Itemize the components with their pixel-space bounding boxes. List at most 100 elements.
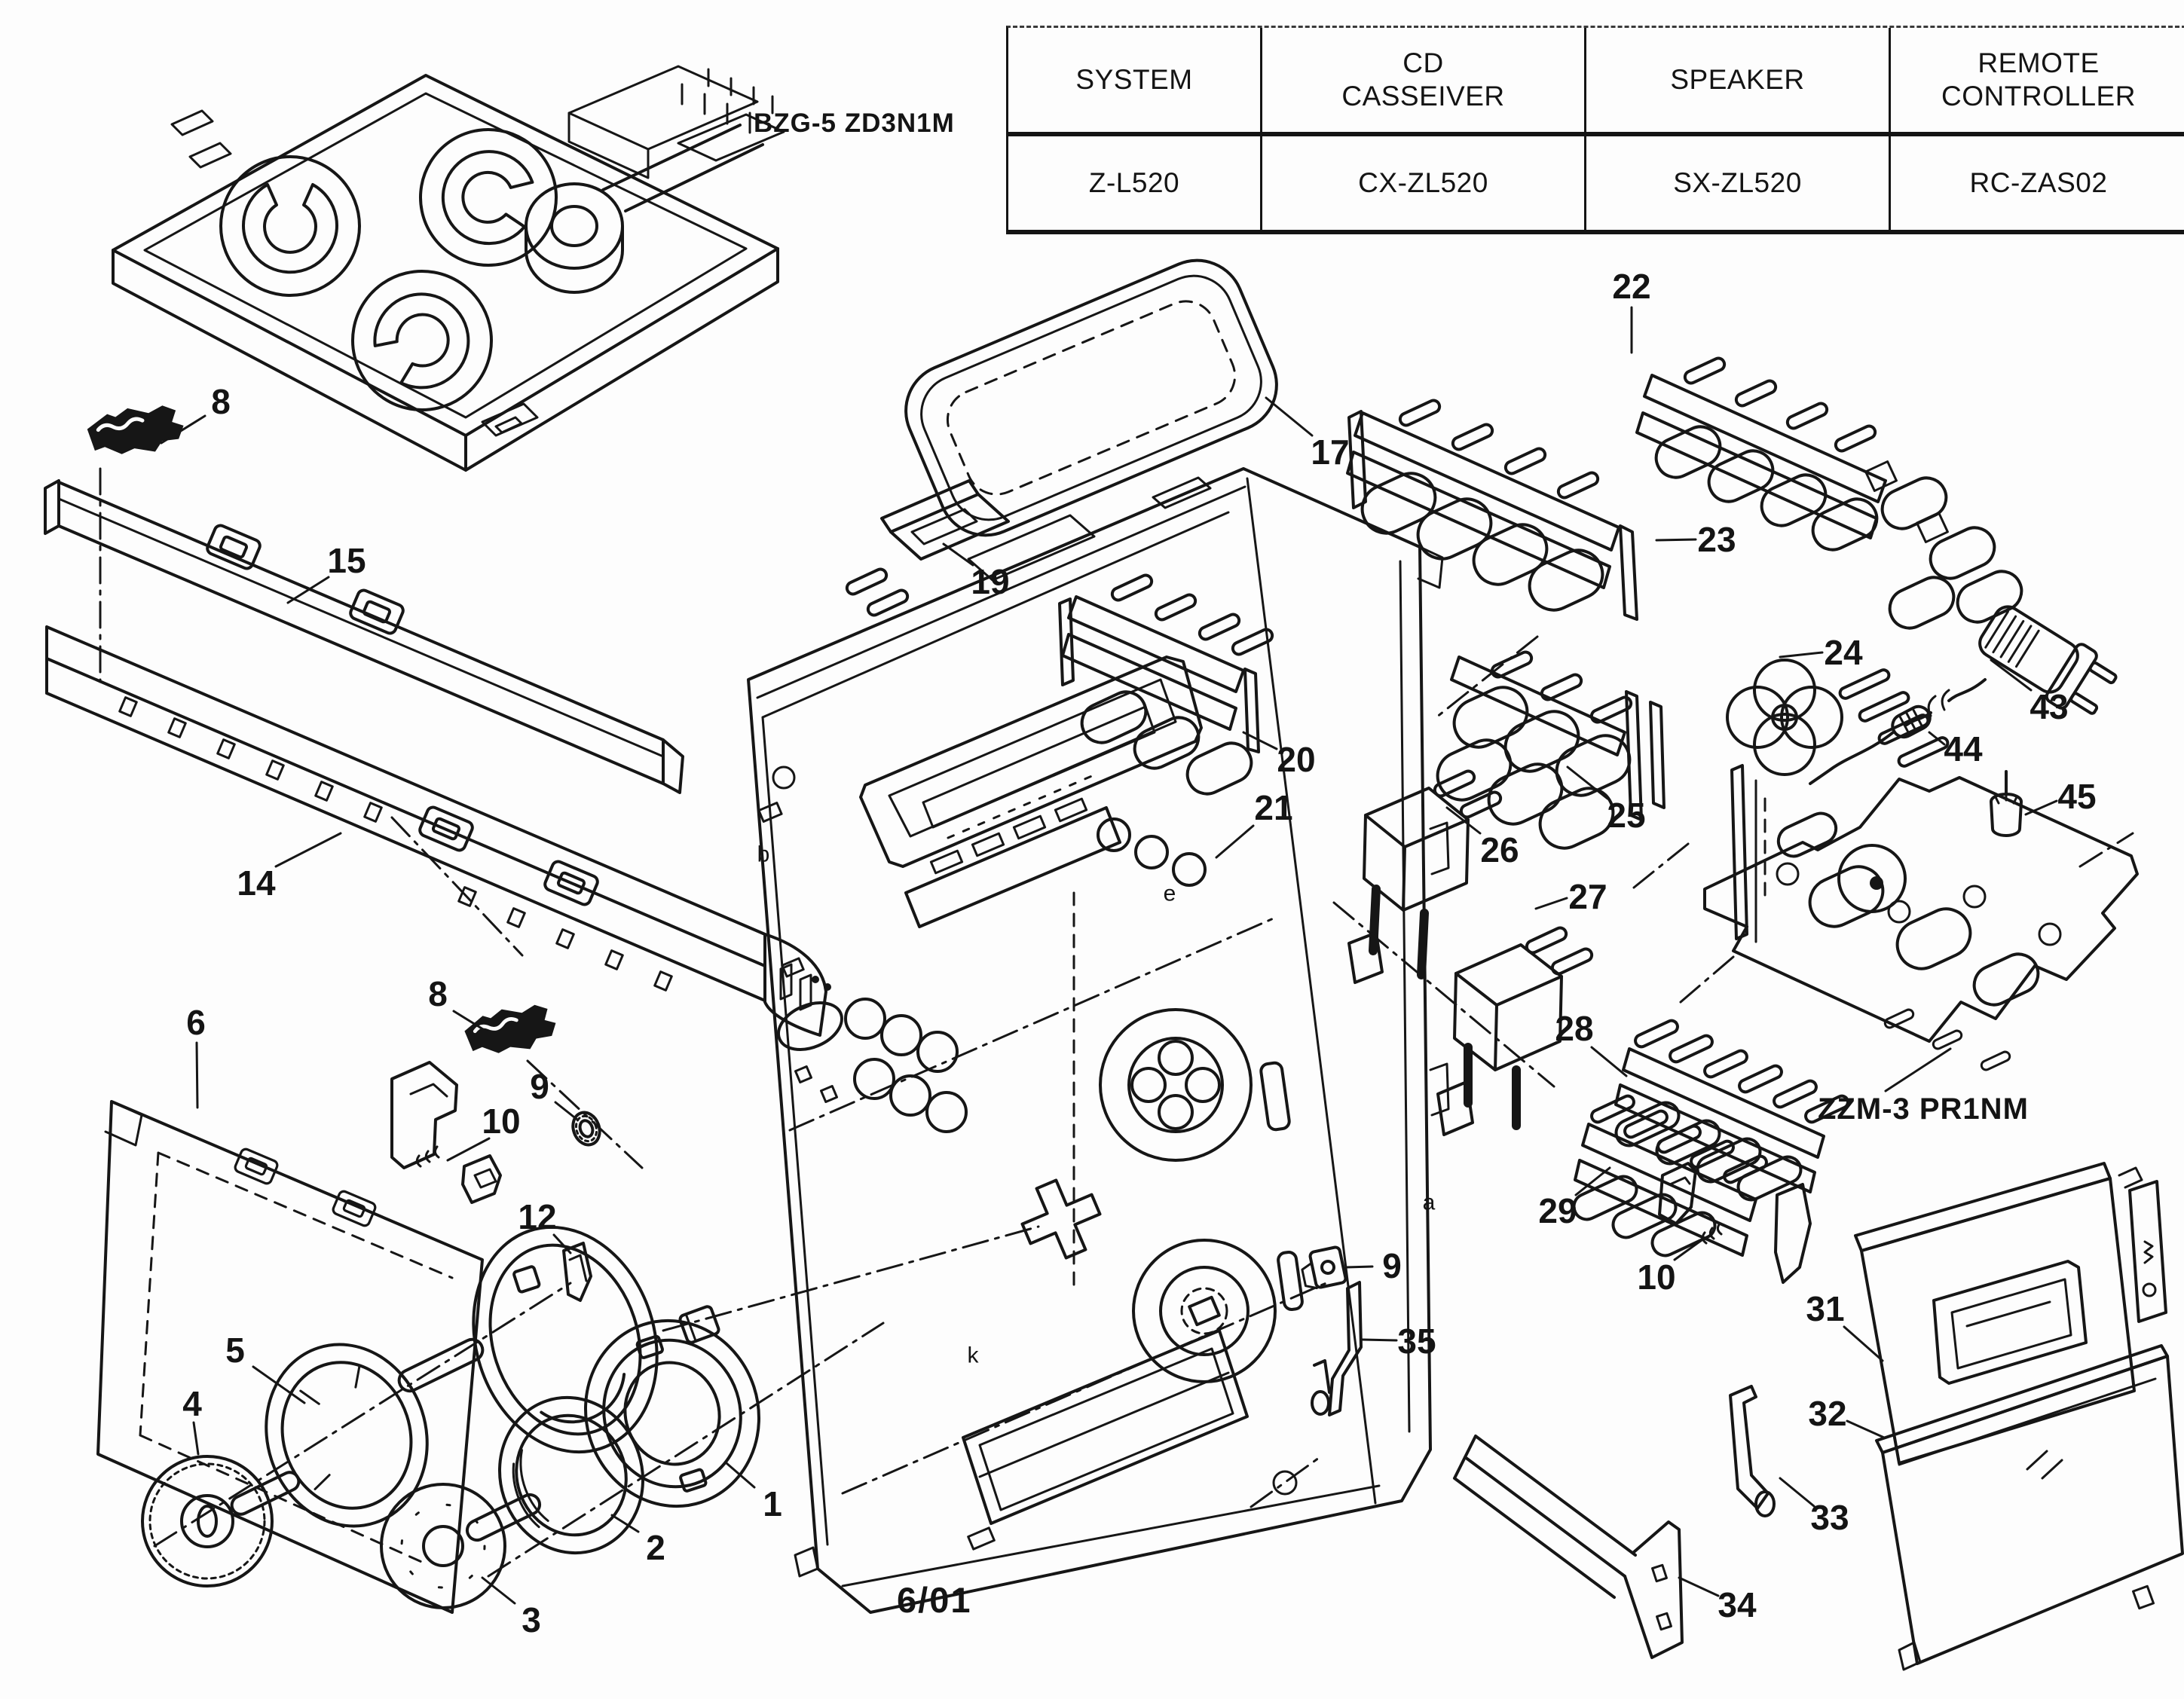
part-number-label: 33 [1810, 1498, 1849, 1537]
part-number-label: 32 [1808, 1394, 1846, 1433]
leader-line [1215, 824, 1255, 859]
circuit-board-zzm3 [1632, 764, 2139, 1092]
knob-ring-2 [497, 1395, 645, 1555]
button-bank-22 [1635, 354, 2030, 637]
part-number-label: 10 [482, 1102, 520, 1141]
leader-line [2024, 799, 2058, 816]
part-number-label: 14 [237, 863, 276, 903]
leader-line [446, 1137, 491, 1162]
button-bank-20 [1058, 571, 1276, 802]
cassette-door-31 [1854, 1162, 2167, 1465]
leader-line [1928, 731, 1946, 746]
part-number-label: 25 [1607, 796, 1645, 835]
part-number-label: 4 [182, 1384, 202, 1423]
part-number-label: 31 [1806, 1289, 1844, 1328]
leader-line [552, 1233, 572, 1254]
knob-ring-1 [584, 1319, 760, 1508]
part-number-label: 43 [2030, 687, 2068, 726]
switch-27 [1332, 901, 1595, 1136]
leader-line [1779, 1477, 1815, 1508]
brackets-10b [1658, 1162, 1812, 1284]
table-header-cell: SYSTEM [1008, 28, 1260, 136]
connector-bank-28 [1610, 1017, 1852, 1206]
assembly-code-label: BZG-5 ZD3N1M [754, 108, 955, 138]
leader-line [274, 832, 342, 868]
table-header-cell: SPEAKER [1584, 28, 1889, 136]
part-number-label: 26 [1480, 830, 1519, 869]
knob-5 [265, 1337, 485, 1528]
leader-line [1445, 806, 1482, 835]
part-number-label: 17 [1311, 432, 1349, 472]
leader-line [1655, 538, 1697, 542]
knob-3 [380, 1483, 542, 1609]
bracket-33 [1729, 1385, 1776, 1517]
reference-letter: a [1423, 1190, 1436, 1215]
gasket-17 [904, 258, 1278, 537]
part-number-label: 8 [211, 382, 231, 421]
clip-12 [562, 1242, 592, 1302]
part-number-label: 10 [1637, 1257, 1675, 1297]
leader-line [942, 542, 974, 567]
table-header-cell: CD CASSEIVER [1260, 28, 1584, 136]
part-number-label: 6 [186, 1003, 206, 1042]
part-number-label: 28 [1555, 1009, 1593, 1048]
part-number-label: 1 [763, 1484, 782, 1523]
leader-line [1673, 1239, 1703, 1261]
leader-line [481, 1576, 516, 1605]
connector-bank-29 [1568, 1092, 1770, 1262]
main-chassis-21 [747, 467, 1450, 1614]
lever-35 [1311, 1281, 1363, 1416]
button-cluster-25 [1428, 648, 1666, 858]
bracket-and-spring-10 [390, 1061, 502, 1204]
part-number-label: 9 [1382, 1246, 1402, 1285]
part-number-label: 24 [1824, 633, 1863, 672]
board-code-label: ZZM-3 PR1NM [1818, 1092, 2029, 1126]
rotary-part-24 [1726, 659, 1950, 776]
part-number-label: 3 [522, 1600, 541, 1639]
leader-line [286, 576, 330, 604]
part-number-label: 12 [518, 1197, 556, 1236]
part-label-layer: 8151468910125432119172021222324252627282… [160, 267, 2097, 1639]
leader-line [1242, 731, 1278, 750]
leader-line [160, 414, 206, 445]
clip-9b [1301, 1245, 1347, 1290]
part-number-label: 19 [971, 562, 1009, 601]
table-value-cell: CX-ZL520 [1260, 136, 1584, 230]
table-header-cell: REMOTE CONTROLLER [1889, 28, 2184, 136]
leader-line [1846, 1419, 1886, 1439]
trim-bar-15 [44, 479, 684, 794]
part-number-label: 27 [1568, 877, 1607, 916]
part-number-label: 23 [1697, 520, 1736, 559]
part-number-label: 9 [530, 1067, 549, 1106]
leader-line [1590, 1046, 1628, 1077]
leader-line [252, 1365, 306, 1404]
small-cap [678, 1305, 720, 1344]
leader-line [192, 1421, 200, 1456]
switch-26 [1347, 767, 1504, 984]
part-number-label: 2 [646, 1528, 665, 1567]
leader-line [1534, 897, 1568, 910]
reference-letter: e [1164, 882, 1176, 906]
panel-34 [1453, 1435, 1684, 1659]
part-number-label: 44 [1944, 729, 1983, 769]
button-bank-23 [1346, 396, 1638, 719]
leader-line [1678, 1576, 1720, 1597]
table-value-cell: Z-L520 [1088, 167, 1180, 198]
cap-45 [1990, 770, 2023, 837]
part-number-label: 5 [225, 1331, 245, 1370]
cd-changer-mechanism [99, 65, 785, 1169]
leader-line [1779, 651, 1824, 659]
reference-letter: k [968, 1343, 980, 1368]
part-number-label: 15 [327, 541, 366, 580]
leader-line [725, 1462, 756, 1489]
leader-line [1990, 659, 2033, 692]
cassette-door-32 [1875, 1344, 2184, 1671]
leader-line [554, 1101, 579, 1121]
part-number-label: 21 [1254, 788, 1292, 827]
part-number-label: 45 [2057, 777, 2096, 816]
power-cord-43 [1809, 605, 2118, 837]
part-number-label: 8 [428, 974, 448, 1013]
